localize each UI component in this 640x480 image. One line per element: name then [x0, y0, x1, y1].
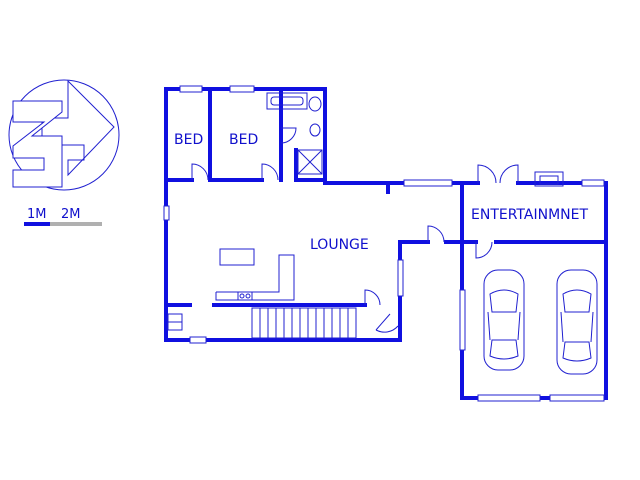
doors — [191, 127, 519, 333]
window — [163, 205, 170, 221]
car-icon — [556, 269, 598, 375]
window — [189, 336, 207, 344]
door — [475, 241, 493, 259]
window — [581, 179, 605, 187]
bathtub-icon — [266, 92, 308, 110]
window — [229, 85, 255, 93]
shower-icon — [297, 149, 323, 175]
door — [375, 313, 399, 333]
room-label-bed-1: BED — [174, 132, 203, 148]
window — [403, 179, 453, 187]
double-door — [477, 164, 519, 184]
stairs — [251, 307, 357, 339]
room-label-entertainment: ENTERTAINMNET — [471, 207, 588, 223]
north-arrow-icon — [8, 79, 120, 191]
window — [459, 289, 466, 351]
room-label-bed-2: BED — [229, 132, 258, 148]
window — [549, 394, 605, 402]
window — [397, 259, 404, 297]
kitchen-island — [219, 248, 255, 266]
windows — [163, 85, 605, 402]
door — [364, 289, 381, 306]
window — [179, 85, 203, 93]
door — [427, 225, 445, 243]
door — [280, 127, 297, 144]
bathroom-fixtures — [266, 92, 323, 175]
stove-icon — [237, 291, 253, 301]
room-label-lounge: LOUNGE — [310, 237, 369, 253]
toilet-icon — [309, 123, 321, 137]
scale-label-2m: 2M — [61, 207, 81, 222]
basin-icon — [308, 96, 322, 112]
window — [477, 394, 541, 402]
fireplace-icon — [534, 171, 564, 187]
door — [261, 163, 279, 181]
scale-label-1m: 1M — [27, 207, 47, 222]
kitchen — [167, 248, 295, 331]
door — [191, 163, 209, 181]
scale-bar: 1M 2M — [24, 207, 102, 226]
car-icon — [483, 269, 525, 371]
